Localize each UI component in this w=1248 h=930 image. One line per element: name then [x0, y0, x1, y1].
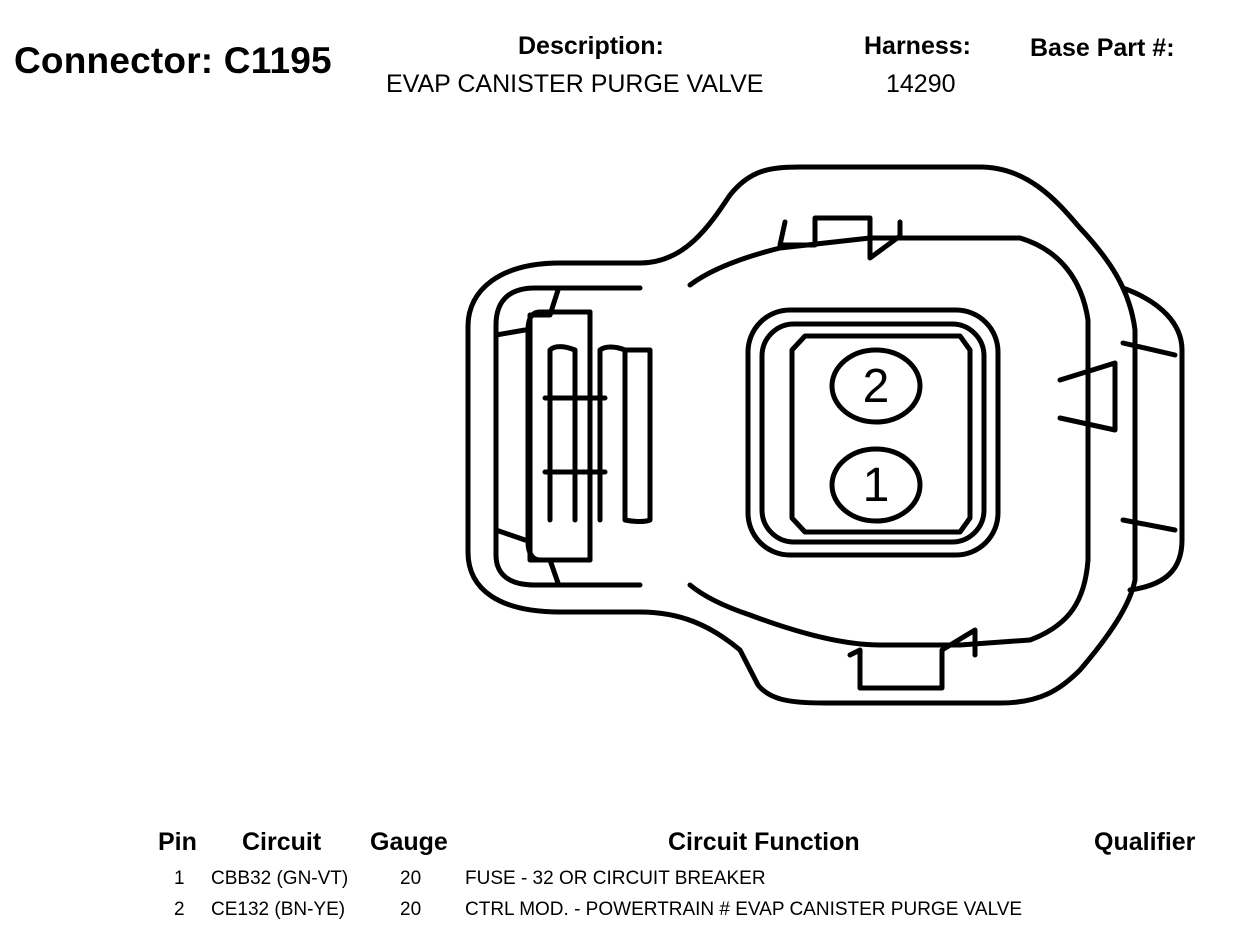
right-latch — [1120, 285, 1185, 593]
header-pin: Pin — [158, 828, 197, 856]
row-2-pin: 2 — [174, 899, 185, 920]
row-1-pin: 1 — [174, 868, 185, 889]
left-ribbon-frame — [493, 285, 643, 588]
left-ribbon-ticks — [493, 327, 528, 543]
row-1-circuit: CBB32 (GN-VT) — [211, 868, 349, 889]
pin-1-label: 1 — [863, 459, 890, 512]
header-circuit-function: Circuit Function — [668, 828, 860, 856]
description-label: Description: — [518, 32, 664, 60]
right-tab — [1057, 360, 1118, 433]
bottom-key-slot — [847, 627, 978, 691]
left-ribbon-rib — [527, 287, 561, 586]
right-latch-inner — [1120, 340, 1178, 533]
connector-face-diagram: 2 1 — [465, 164, 1185, 706]
row-1-gauge: 20 — [400, 868, 422, 889]
connector-title: Connector: C1195 — [14, 40, 332, 81]
row-2-gauge: 20 — [400, 899, 422, 920]
row-1-function: FUSE - 32 OR CIRCUIT BREAKER — [465, 868, 766, 889]
harness-label: Harness: — [864, 32, 971, 60]
pin-cavity-inner — [789, 333, 973, 535]
harness-value: 14290 — [886, 70, 956, 98]
header-qualifier: Qualifier — [1094, 828, 1196, 856]
inner-housing — [687, 235, 1091, 648]
header-gauge: Gauge — [370, 828, 448, 856]
left-lock-outer — [525, 309, 593, 563]
pin-2-circle — [829, 347, 923, 425]
left-lock-fingers — [542, 309, 653, 563]
pin-cavity-outer — [745, 307, 1001, 558]
description-value: EVAP CANISTER PURGE VALVE — [386, 70, 764, 98]
top-key-slot — [777, 215, 903, 261]
outer-housing — [465, 164, 1138, 706]
pin-2-label: 2 — [863, 360, 890, 413]
pin-cavity-middle — [759, 321, 987, 545]
row-2-circuit: CE132 (BN-YE) — [211, 899, 346, 920]
base-part-label: Base Part #: — [1030, 34, 1175, 62]
header-circuit: Circuit — [242, 828, 322, 856]
pin-1-circle — [829, 446, 923, 524]
row-2-function: CTRL MOD. - POWERTRAIN # EVAP CANISTER P… — [465, 899, 1023, 920]
